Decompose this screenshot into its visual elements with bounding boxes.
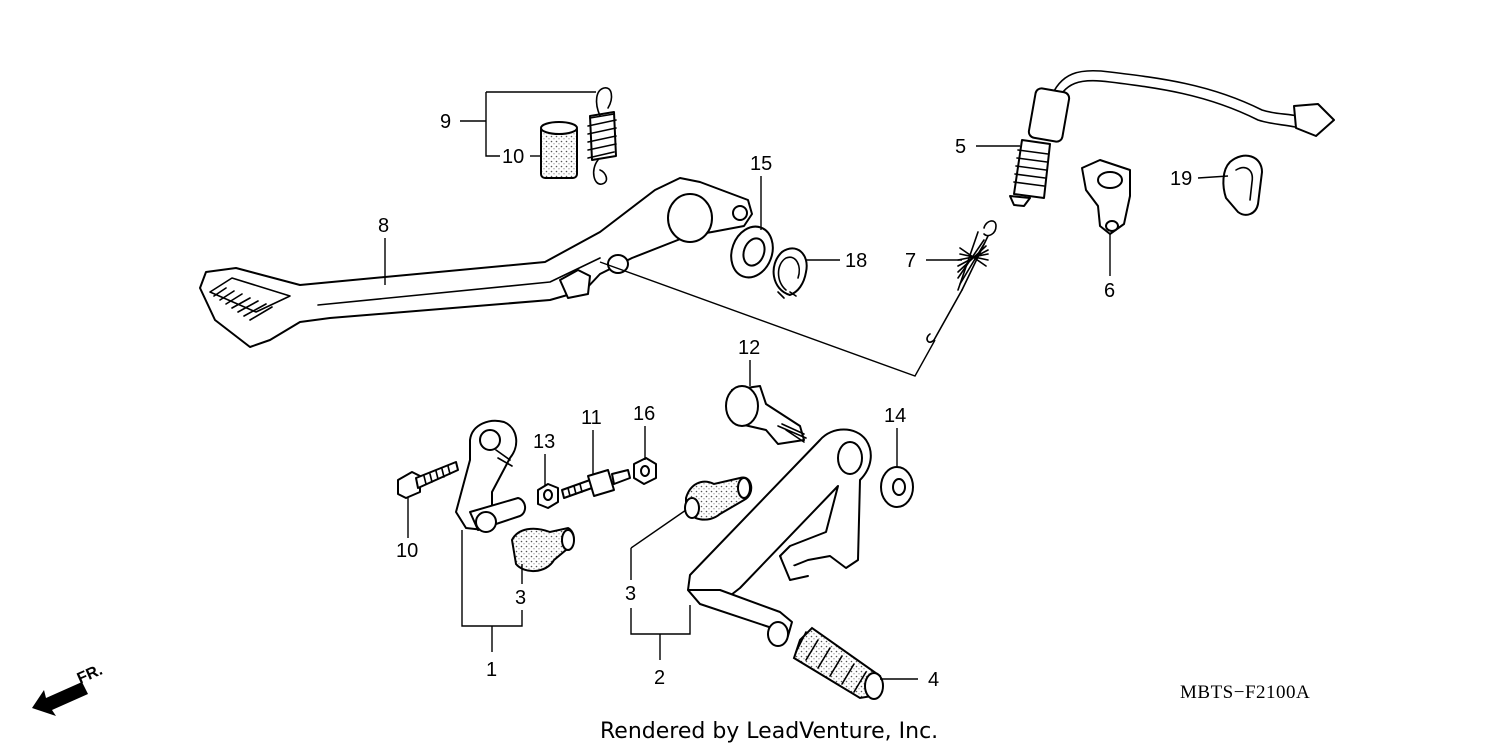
callout-15: 14 (884, 405, 906, 427)
callout-6: 6 (1104, 280, 1115, 302)
callout-5: 5 (955, 136, 966, 158)
shift-rubber[interactable] (792, 626, 884, 700)
render-credit: Rendered by LeadVenture, Inc. (600, 719, 938, 744)
callout-13: 12 (738, 337, 760, 359)
shift-rod[interactable] (561, 469, 631, 499)
wire-clamp[interactable] (1222, 154, 1263, 216)
callout-9: 9 (440, 111, 451, 133)
callout-19: 19 (1170, 168, 1192, 190)
switch-bracket[interactable] (1081, 159, 1131, 235)
brake-pedal[interactable] (199, 177, 753, 348)
callout-14: 13 (533, 431, 555, 453)
joint-left[interactable] (510, 526, 575, 572)
callout-2: 2 (654, 667, 665, 689)
washer-15[interactable] (880, 466, 914, 508)
diagram-code: MBTS−F2100A (1180, 682, 1310, 703)
spring-assembly[interactable] (587, 87, 617, 185)
pivot-bolt[interactable] (725, 385, 807, 445)
callout-18: 18 (845, 250, 867, 272)
callout-labels: 8 9 10 15 18 7 5 6 19 12 14 13 11 16 10 … (378, 111, 1192, 691)
bolt-11[interactable] (397, 461, 459, 499)
callout-16: 15 (750, 153, 772, 175)
return-spring-7[interactable] (599, 220, 997, 377)
callout-4: 4 (928, 669, 939, 691)
callout-12: 11 (581, 407, 602, 429)
callout-3-left: 3 (515, 587, 526, 609)
callout-1: 1 (486, 659, 497, 681)
circlip-18[interactable] (772, 247, 808, 299)
callout-8: 8 (378, 215, 389, 237)
callout-17: 16 (633, 403, 655, 425)
shift-arm[interactable] (455, 419, 526, 533)
leader-lines (384, 91, 1229, 680)
callout-7: 7 (905, 250, 916, 272)
nut-14[interactable] (537, 483, 559, 509)
callout-11: 10 (396, 540, 418, 562)
collar[interactable] (540, 121, 578, 179)
brake-light-switch[interactable] (1009, 69, 1335, 207)
nut-17[interactable] (633, 457, 657, 485)
front-label: FR. (75, 662, 105, 688)
joint-right[interactable] (684, 476, 753, 521)
front-direction-indicator: FR. (32, 662, 105, 716)
callout-10: 10 (502, 146, 524, 168)
callout-3-right: 3 (625, 583, 636, 605)
gearshift-pedal[interactable] (687, 428, 872, 647)
front-arrow-icon (32, 682, 88, 716)
washer-16[interactable] (724, 221, 779, 284)
